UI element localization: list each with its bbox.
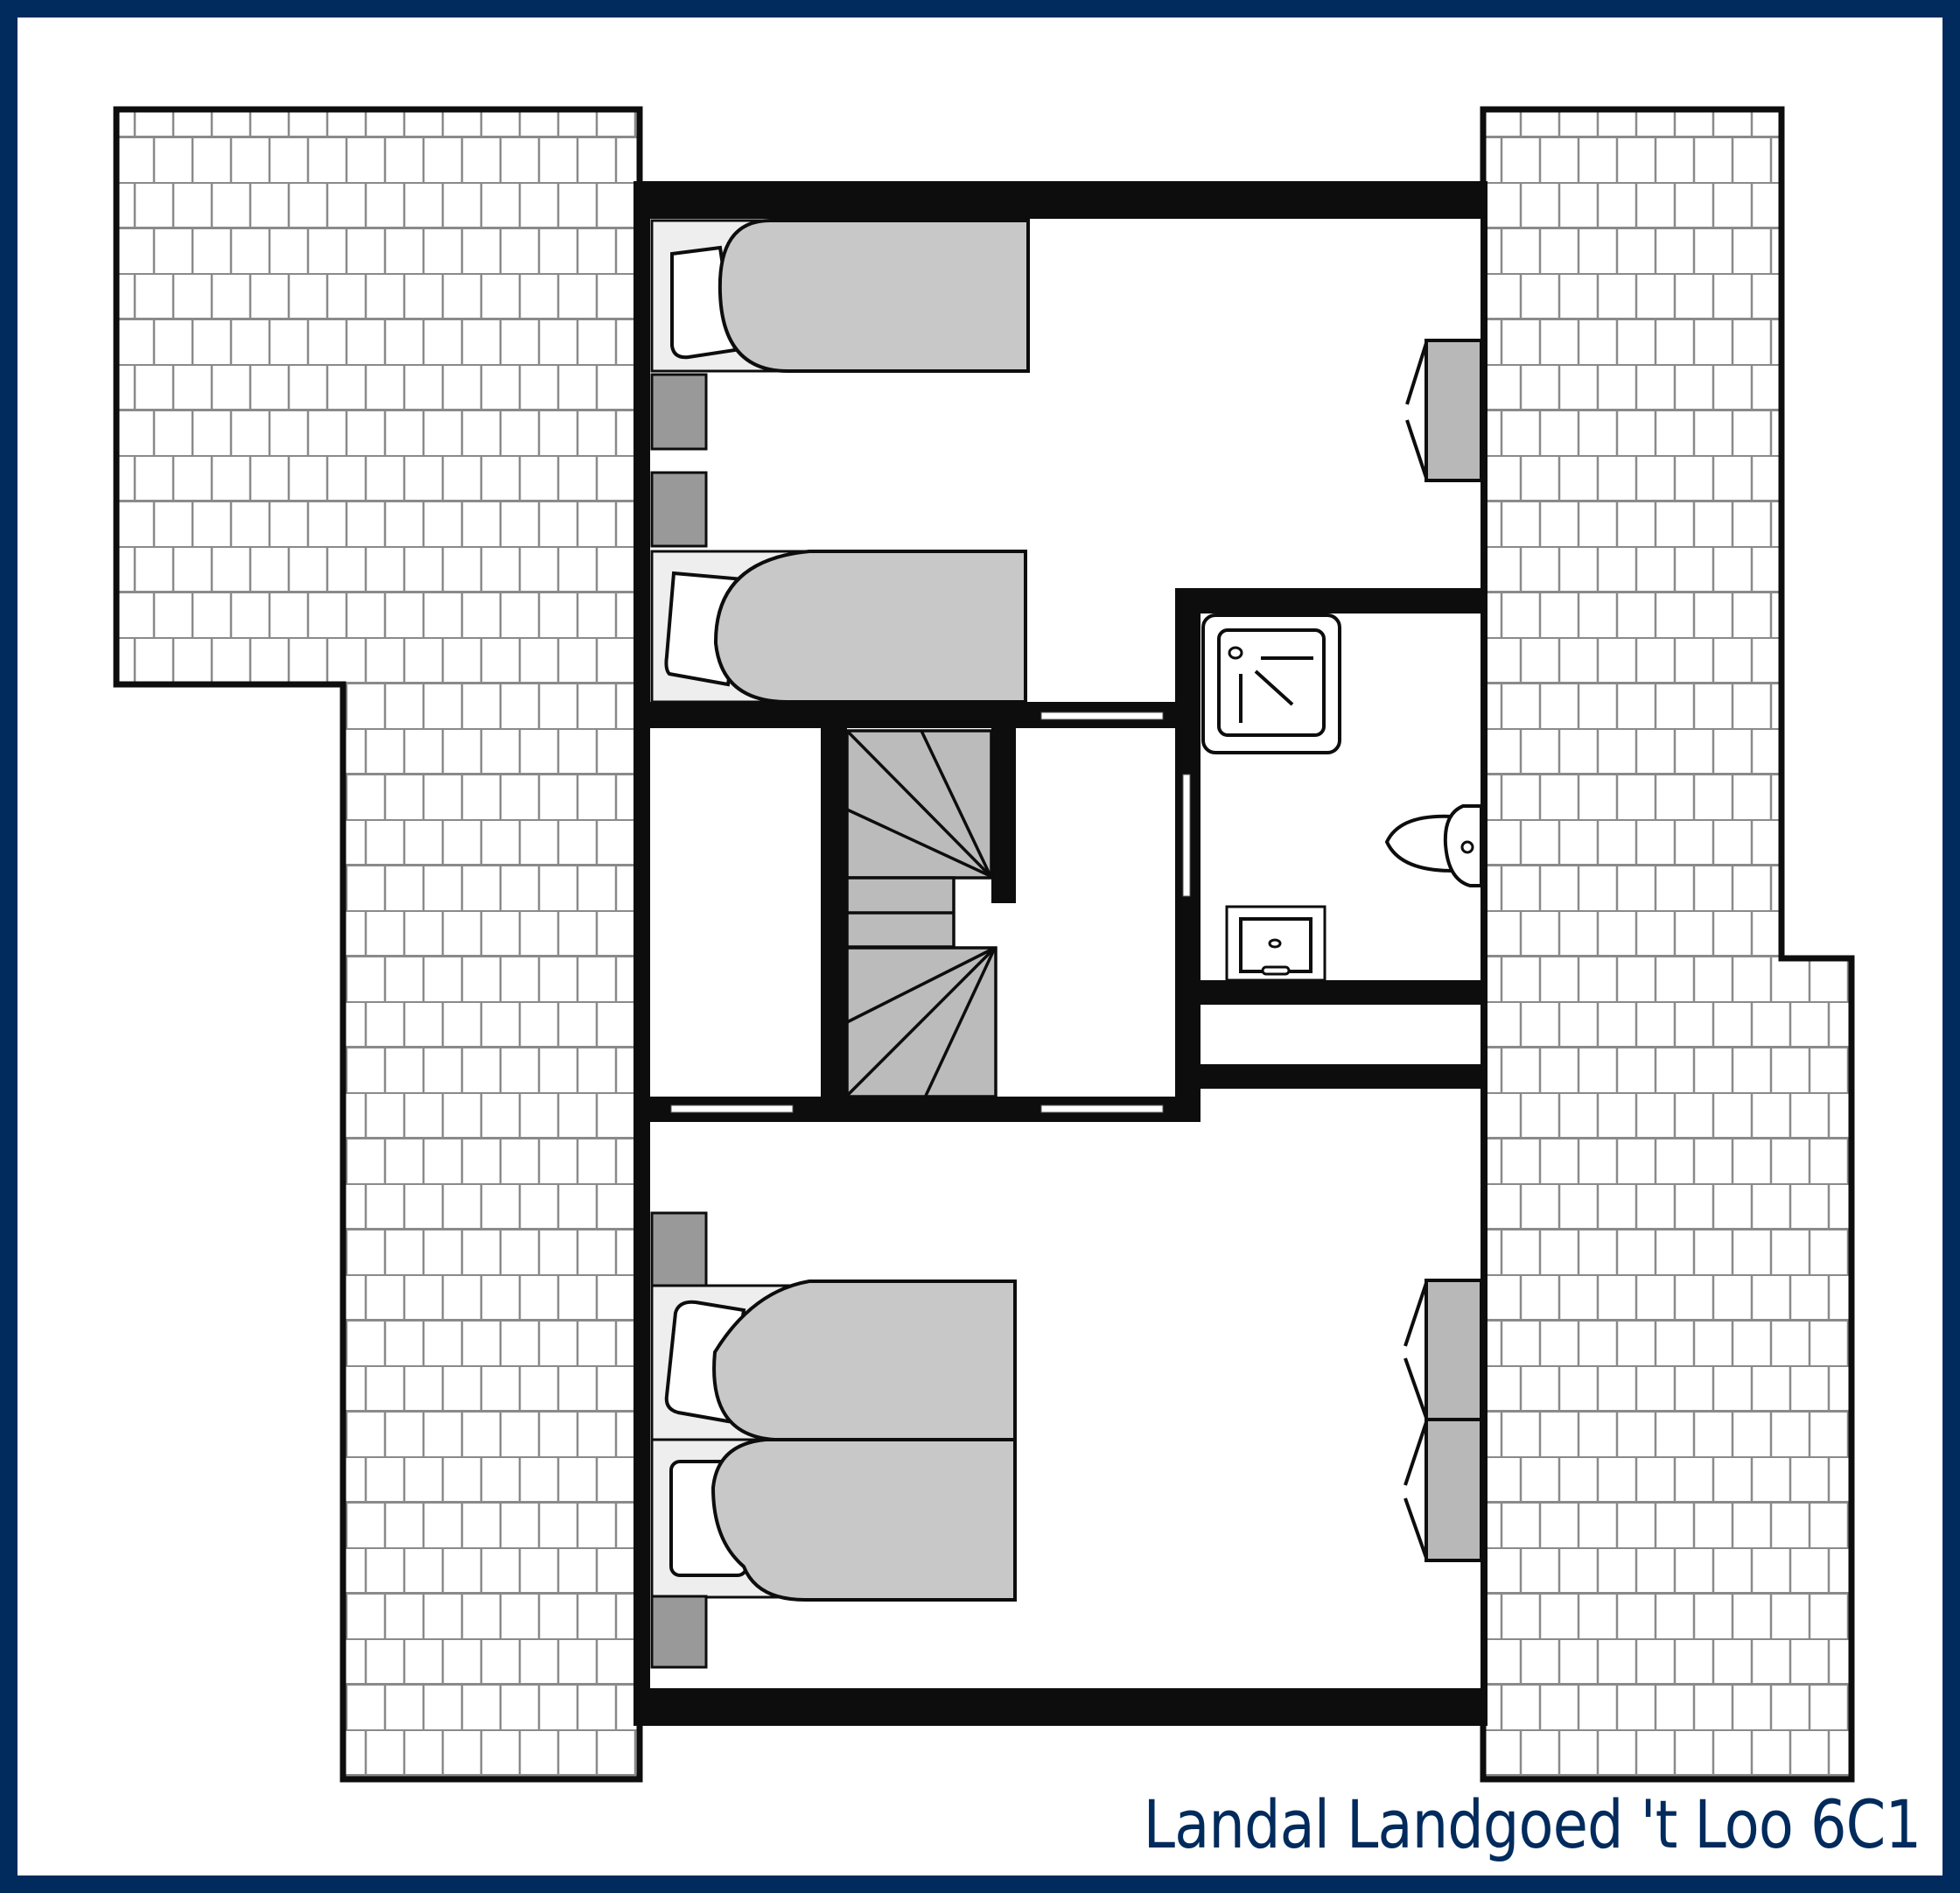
bedroom-bottom (650, 1211, 1483, 1669)
wall-stair-right (991, 728, 1016, 903)
wardrobe-top (1405, 339, 1483, 482)
roof-right (1480, 106, 1855, 1783)
duvet (718, 219, 1030, 373)
bed-top-1 (650, 219, 1030, 373)
staircase (845, 729, 998, 1098)
wall-top (640, 181, 1483, 219)
doors (670, 712, 1191, 1113)
nightstand-bottom-2 (650, 1595, 708, 1669)
bedroom-top (650, 219, 1483, 704)
shower (1201, 613, 1341, 754)
wall-right (1480, 181, 1488, 1726)
wardrobe-bottom-2 (1404, 1418, 1483, 1562)
wall-bottom (640, 1688, 1483, 1726)
duvet (712, 1280, 1017, 1441)
door-bathroom-sliding (1182, 774, 1191, 897)
duvet (710, 1438, 1017, 1602)
bed-top-2 (650, 550, 1027, 704)
bathroom (1201, 613, 1483, 982)
plan-title: Landal Landgoed 't Loo 6C1 (1143, 1785, 1921, 1863)
door-bottom-bedroom (1040, 1104, 1164, 1113)
bed-bottom-2 (650, 1438, 1017, 1602)
door-storage (670, 1104, 794, 1113)
wall-stair-left (821, 728, 847, 1097)
wall-left (634, 181, 650, 1726)
nightstand-top-1 (650, 373, 708, 451)
bed-bottom-1 (650, 1280, 1017, 1441)
door-top-bedroom (1040, 712, 1164, 720)
sink (1225, 905, 1326, 982)
wall-strip (1200, 1064, 1483, 1089)
wall-bath-top (1175, 588, 1483, 613)
wall-bath-bottom (1200, 980, 1483, 1005)
duvet (713, 550, 1027, 704)
nightstand-top-2 (650, 471, 708, 548)
nightstand-bottom-1 (650, 1211, 708, 1287)
roof-left (113, 106, 643, 1783)
toilet (1384, 804, 1483, 887)
